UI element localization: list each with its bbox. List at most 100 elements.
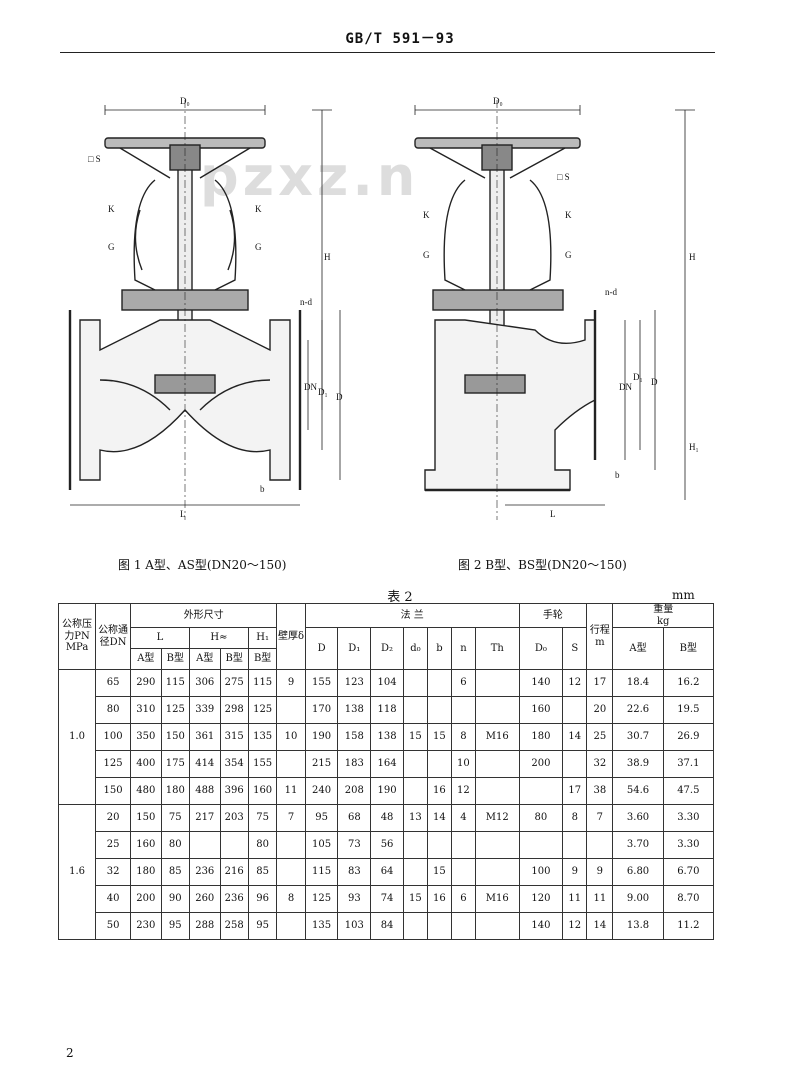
cell-th [474,696,520,724]
cell-d: 155 [304,669,339,697]
head-d0h: D₀ [518,627,564,670]
cell-la: 180 [130,858,162,886]
cell-b [426,831,452,859]
cell-wall [276,912,306,940]
cell-d2: 74 [370,885,404,913]
cell-hb: 315 [219,723,249,751]
cell-m: 7 [586,804,614,832]
fig2-label-d0: D₀ [493,96,503,106]
cell-b [426,669,452,697]
cell-d0 [402,696,428,724]
cell-ha: 217 [188,804,221,832]
cell-dn: 125 [95,750,132,778]
cell-d1: 208 [337,777,372,805]
cell-m: 25 [586,723,614,751]
cell-wall [276,831,306,859]
cell-wb: 11.2 [662,912,715,940]
svg-text:K: K [565,210,572,220]
head-dn: 公称通径DN [95,603,132,670]
cell-wa: 30.7 [612,723,664,751]
fig2-body [424,319,596,491]
cell-s: 12 [562,912,588,940]
cell-d: 105 [304,831,339,859]
cell-lb: 175 [160,750,190,778]
cell-s [562,831,588,859]
cell-d1: 158 [337,723,372,751]
cell-d2: 48 [370,804,404,832]
cell-d: 135 [304,912,339,940]
cell-m: 11 [586,885,614,913]
cell-m: 32 [586,750,614,778]
cell-lb: 90 [160,885,190,913]
fig2-disc [464,374,526,394]
fig1-label-l: L [180,509,186,519]
figure1-drawing: D₀ □ S K K G G L DN D₁ D n-d b H [68,96,343,520]
cell-wall [276,750,306,778]
cell-wa: 6.80 [612,858,664,886]
cell-h1: 96 [247,885,278,913]
svg-text:G: G [565,250,572,260]
cell-d0 [402,750,428,778]
cell-m: 20 [586,696,614,724]
cell-d1: 103 [337,912,372,940]
cell-n: 6 [450,669,476,697]
cell-dn: 80 [95,696,132,724]
cell-b [426,696,452,724]
cell-d1: 83 [337,858,372,886]
head-h1b: B型 [247,648,278,670]
cell-h1: 115 [247,669,278,697]
cell-wall: 9 [276,669,306,697]
cell-wall: 10 [276,723,306,751]
head-l: L [130,627,190,649]
fig1-label-nd: n-d [300,297,312,307]
cell-wa: 3.70 [612,831,664,859]
cell-wall: 7 [276,804,306,832]
fig2-bonnet-flange [432,289,564,311]
cell-ha: 306 [188,669,221,697]
cell-la: 200 [130,885,162,913]
cell-d1: 138 [337,696,372,724]
cell-wa: 9.00 [612,885,664,913]
fig2-label-dn: DN [619,382,632,392]
cell-la: 310 [130,696,162,724]
head-la: A型 [130,648,162,670]
cell-th [474,669,520,697]
cell-th [474,750,520,778]
cell-d0 [402,777,428,805]
cell-hb: 298 [219,696,249,724]
fig2-label-nd: n-d [605,287,617,297]
head-stroke: 行程m [586,603,614,670]
cell-lb: 75 [160,804,190,832]
figure1-caption: 图 1 A型、AS型(DN20～150) [118,558,287,572]
cell-d2: 64 [370,858,404,886]
cell-s [562,696,588,724]
cell-th: M16 [474,885,520,913]
cell-dn: 65 [95,669,132,697]
cell-wall: 11 [276,777,306,805]
cell-n: 8 [450,723,476,751]
cell-n [450,912,476,940]
cell-la: 230 [130,912,162,940]
fig2-label-d1: D₁ [633,372,643,382]
cell-ha: 339 [188,696,221,724]
cell-d0h: 120 [518,885,564,913]
cell-d0 [402,669,428,697]
cell-b [426,912,452,940]
fig2-label-s: □ S [557,172,570,182]
fig1-label-k: K [108,204,115,214]
fig2-label-h: H [689,252,696,262]
cell-ha: 361 [188,723,221,751]
standard-number: GB/T 591－93 [345,31,455,47]
cell-dn: 50 [95,912,132,940]
svg-text:K: K [255,204,262,214]
head-lb: B型 [160,648,190,670]
cell-wb: 47.5 [662,777,715,805]
head-d0f: d₀ [402,627,428,670]
cell-n: 12 [450,777,476,805]
cell-d0h: 80 [518,804,564,832]
cell-s: 17 [562,777,588,805]
cell-hb: 236 [219,885,249,913]
